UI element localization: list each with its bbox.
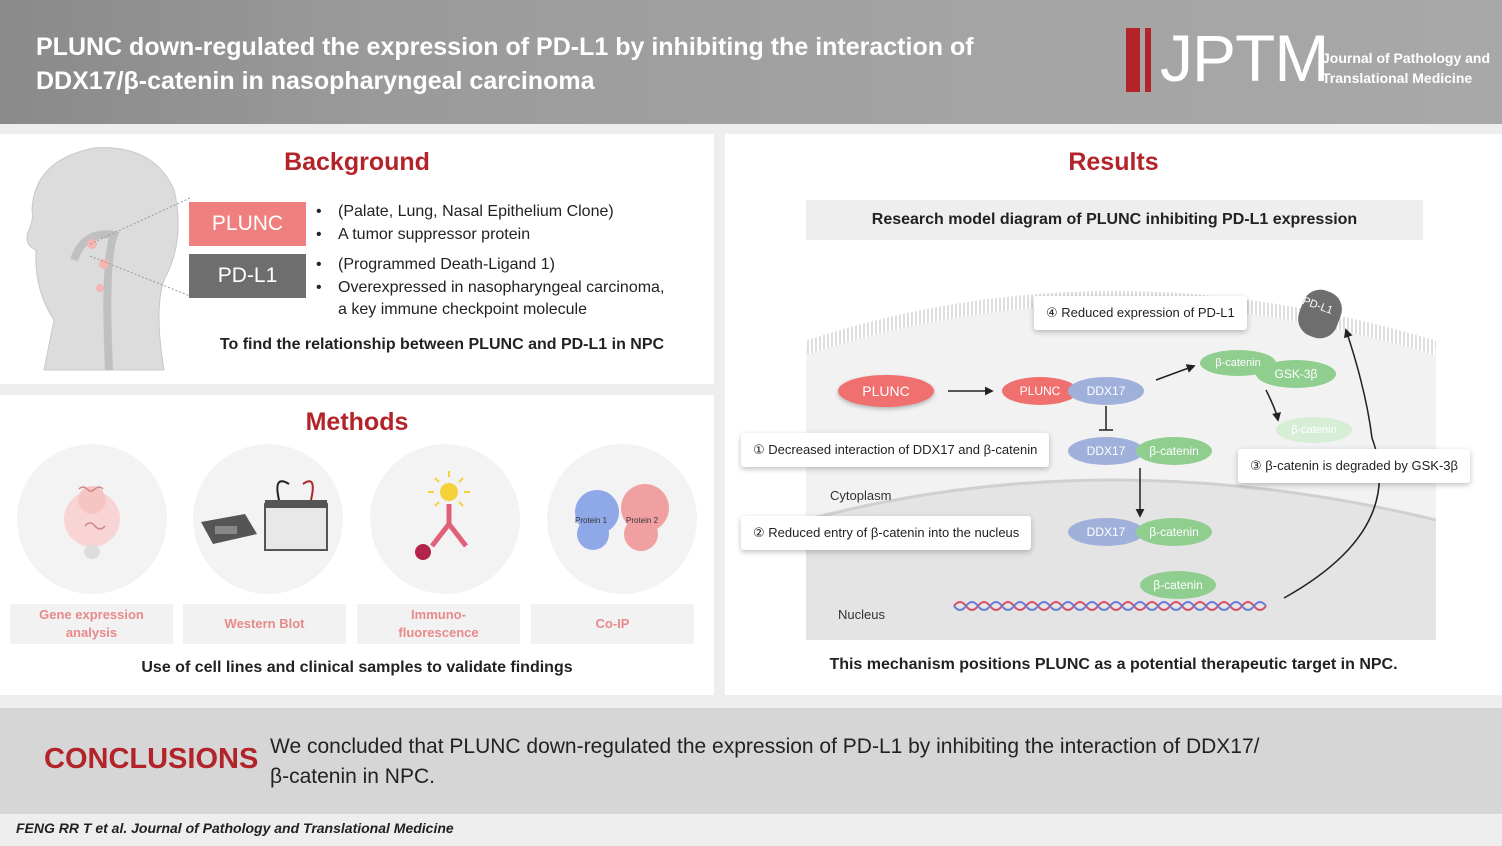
plunc-tag: PLUNC [189, 202, 306, 246]
title-line-2: DDX17/β-catenin in nasopharyngeal carcin… [36, 67, 595, 95]
callout-4: ④ Reduced expression of PD-L1 [1034, 296, 1247, 330]
ddx17-node-2: DDX17 [1068, 437, 1144, 465]
gsk3b-node: GSK-3β [1256, 360, 1336, 388]
method-circle-if [370, 444, 520, 594]
pdl1-bullet-1: (Programmed Death-Ligand 1) [316, 254, 555, 276]
ddx17-nucleus-node: DDX17 [1068, 518, 1144, 546]
plunc-node: PLUNC [838, 375, 934, 407]
conclusions-band [0, 708, 1502, 814]
plunc-bullet-2: A tumor suppressor protein [316, 224, 530, 246]
method-label-if: Immuno-fluorescence [357, 604, 520, 644]
catenin-nucleus-node: β-catenin [1136, 518, 1212, 546]
catenin-dna-node: β-catenin [1140, 571, 1216, 599]
conclusions-line-2: β-catenin in NPC. [270, 765, 435, 788]
pdl1-tag: PD-L1 [189, 254, 306, 298]
logo-bar [1126, 28, 1140, 92]
conclusions-text: We concluded that PLUNC down-regulated t… [270, 732, 1380, 792]
catenin-node-2: β-catenin [1136, 437, 1212, 465]
catenin-free-node: β-catenin [1200, 350, 1276, 376]
connector-lines [90, 197, 191, 297]
western-blot-icon [201, 480, 328, 551]
methods-note: Use of cell lines and clinical samples t… [141, 659, 573, 676]
method-circle-coip [547, 444, 697, 594]
background-title: Background [284, 148, 430, 176]
method-label-if-l2: fluorescence [398, 625, 479, 640]
method-label-coip: Co-IP [531, 604, 694, 644]
pdl1-bullet-2-cont: a key immune checkpoint molecule [338, 301, 588, 318]
method-label-gene-l2: analysis [65, 625, 118, 640]
page-title: PLUNC down-regulated the expression of P… [36, 30, 996, 98]
model-title: Research model diagram of PLUNC inhibiti… [806, 200, 1423, 240]
nucleus-label: Nucleus [838, 607, 885, 622]
callout-1: ① Decreased interaction of DDX17 and β-c… [741, 433, 1050, 467]
journal-name: Journal of Pathology and Translational M… [1322, 48, 1502, 88]
callout-2: ② Reduced entry of β-catenin into the nu… [741, 516, 1032, 550]
conclusions-title: CONCLUSIONS [44, 743, 259, 775]
method-label-western: Western Blot [183, 604, 346, 644]
head-illustration [26, 147, 179, 371]
protein2-label: Protein 2 [626, 516, 659, 525]
callout-3: ③ β-catenin is degraded by GSK-3β [1238, 449, 1470, 483]
protein-complex-icon [575, 484, 669, 551]
method-label-gene: Gene expression analysis [10, 604, 173, 644]
gene-expression-icon [64, 486, 120, 559]
protein1-label: Protein 1 [575, 516, 608, 525]
pdl1-bullet-2: Overexpressed in nasopharyngeal carcinom… [316, 277, 664, 299]
methods-title: Methods [305, 408, 409, 436]
method-label-if-l1: Immuno- [411, 607, 466, 622]
conclusions-line-1: We concluded that PLUNC down-regulated t… [270, 735, 1260, 758]
cytoplasm-label: Cytoplasm [830, 488, 892, 503]
plunc-bullet-1: (Palate, Lung, Nasal Epithelium Clone) [316, 201, 614, 223]
results-note: This mechanism positions PLUNC as a pote… [829, 656, 1398, 673]
method-label-gene-l1: Gene expression [39, 607, 144, 622]
catenin-degraded-node: β-catenin [1276, 417, 1352, 443]
journal-name-line-1: Journal of Pathology and [1322, 50, 1491, 66]
header-banner [0, 0, 1502, 124]
study-aim: To find the relationship between PLUNC a… [219, 336, 665, 353]
ddx17-bound-node: DDX17 [1068, 377, 1144, 405]
journal-logo: JPTM [1160, 21, 1329, 95]
citation-footer: FENG RR T et al. Journal of Pathology an… [16, 820, 454, 836]
plunc-bound-node: PLUNC [1002, 377, 1078, 405]
logo-bar-thin [1145, 28, 1151, 92]
journal-name-line-2: Translational Medicine [1322, 70, 1473, 86]
results-title: Results [1068, 148, 1159, 176]
title-line-1: PLUNC down-regulated the expression of P… [36, 33, 974, 61]
antibody-icon [415, 471, 470, 560]
